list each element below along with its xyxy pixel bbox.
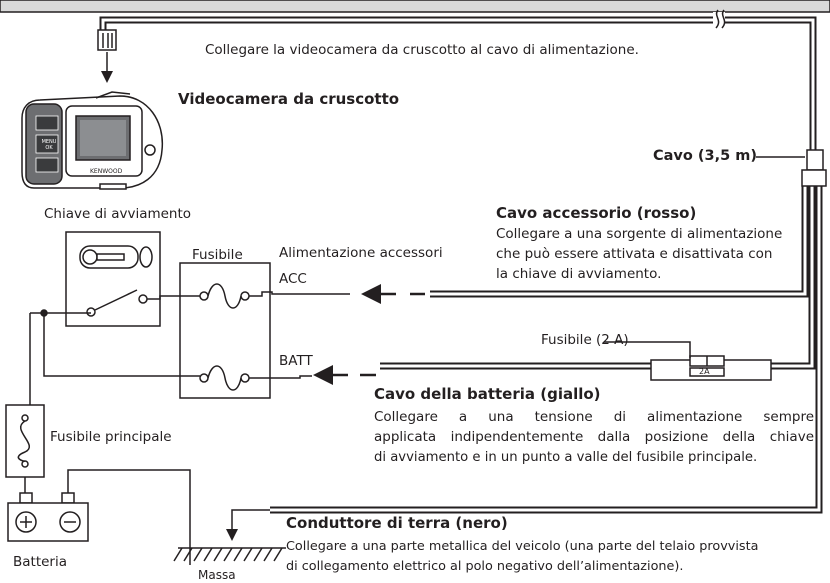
dashcam-label: Videocamera da cruscotto: [178, 90, 400, 108]
ground-cable-line: Collegare a una parte metallica del veic…: [286, 539, 759, 554]
cable-label: Cavo (3,5 m): [653, 148, 757, 164]
main-fuse-label: Fusibile principale: [50, 429, 172, 445]
ground-symbol: [173, 547, 286, 562]
battery-cable-line: Collegare a una tensione di alimentazion…: [374, 409, 814, 425]
battery-illustration: [7, 492, 89, 542]
battery-label: Batteria: [13, 554, 67, 570]
dashcam-illustration: [21, 91, 164, 190]
cable-junction: [756, 149, 827, 187]
dashcam-plug: [97, 29, 117, 83]
connection-arrows: [226, 284, 425, 541]
ignition-switch: [65, 231, 161, 327]
connect-camera-text: Collegare la videocamera da cruscotto al…: [205, 42, 639, 58]
acc-cable-line: la chiave di avviamento.: [496, 266, 662, 282]
battery-cable-line: di avviamento e in un punto a valle del …: [374, 450, 758, 465]
ground-label: Massa: [198, 568, 236, 582]
ground-cable-line: di collegamento elettrico al polo negati…: [286, 559, 684, 574]
inline-fuse-mark: 2A: [699, 367, 710, 376]
inline-fuse: [604, 341, 772, 381]
fuse-2a-label: Fusibile (2 A): [541, 332, 629, 348]
acc-cable-line: Collegare a una sorgente di alimentazion…: [496, 226, 783, 242]
thin-wires: [24, 291, 350, 565]
main-fuse: [5, 404, 45, 478]
acc-power-label: Alimentazione accessori: [279, 245, 443, 261]
power-cable: [99, 16, 823, 520]
batt-label: BATT: [279, 353, 313, 369]
battery-cable-line: applicata indipendentemente dalla posizi…: [374, 429, 814, 445]
acc-label: ACC: [279, 271, 307, 287]
ground-cable-title: Conduttore di terra (nero): [286, 514, 508, 532]
header-bar: [0, 0, 830, 13]
battery-cable-title: Cavo della batteria (giallo): [374, 385, 601, 403]
acc-cable-title: Cavo accessorio (rosso): [496, 204, 697, 222]
cable-break-mark: [713, 9, 726, 29]
acc-cable-line: che può essere attivata e disattivata co…: [496, 246, 773, 262]
dashcam-brand-mark: KENWOOD: [90, 168, 123, 175]
menu-ok-mark: MENU OK: [41, 139, 57, 151]
fuse-label: Fusibile: [192, 247, 243, 263]
ignition-key-label: Chiave di avviamento: [44, 206, 192, 222]
